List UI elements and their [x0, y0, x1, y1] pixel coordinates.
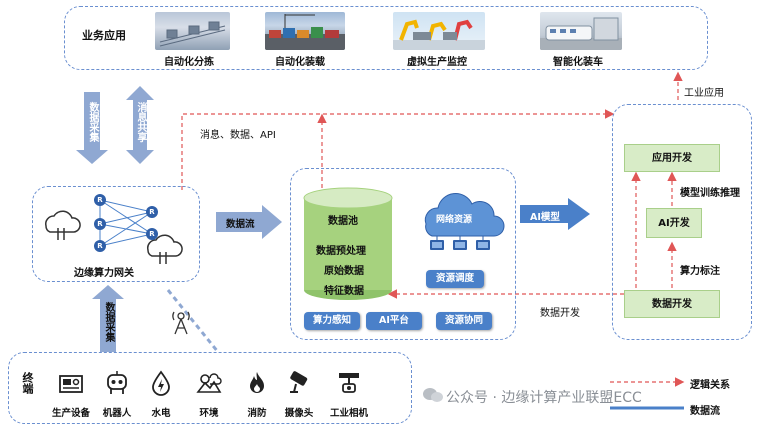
- label-msg-data-api: 消息、数据、API: [200, 130, 276, 141]
- terminal-label-water-power: 水电: [151, 408, 171, 419]
- compute-aware-button[interactable]: 算力感知: [304, 312, 360, 330]
- edge-gateway-box: [32, 186, 200, 282]
- network-resource-icon: [424, 193, 505, 250]
- app-image-loading: [265, 12, 345, 50]
- app-label-loading: 自动化装载: [275, 57, 325, 68]
- datapool-item-raw: 原始数据: [324, 266, 364, 277]
- wireless-link: [166, 289, 220, 353]
- legend-logic-label: 逻辑关系: [690, 380, 730, 391]
- gateway-title: 边缘算力网关: [74, 268, 134, 279]
- label-data-collect-bottom: 数据采集: [103, 302, 114, 342]
- terminal-label-camera: 摄像头: [284, 408, 314, 419]
- app-image-sorting: [155, 12, 230, 50]
- label-data-dev-flow: 数据开发: [540, 308, 580, 319]
- router-node-5: R: [94, 240, 106, 252]
- robot-icon: [107, 371, 127, 394]
- environment-icon: [196, 373, 222, 393]
- router-node-1: R: [94, 194, 106, 206]
- data-dev-box: 数据开发: [624, 290, 720, 318]
- cloud-left-icon: [45, 210, 81, 240]
- ai-platform-button[interactable]: AI平台: [366, 312, 422, 330]
- datapool-cylinder: [303, 187, 393, 300]
- app-dev-box: 应用开发: [624, 144, 720, 172]
- label-data-flow: 数据流: [226, 219, 255, 230]
- legend-flow-label: 数据流: [690, 406, 720, 417]
- water-power-icon: [152, 370, 170, 396]
- arrow-message-share: [126, 86, 154, 164]
- label-compute-annotate: 算力标注: [680, 266, 720, 277]
- arrow-data-flow: [216, 205, 282, 239]
- terminals-box: [8, 352, 412, 424]
- app-image-smart-loading: [540, 12, 622, 50]
- terminal-label-machine: 生产设备: [51, 408, 90, 419]
- resource-schedule-button[interactable]: 资源调度: [426, 270, 484, 288]
- camera-icon: [290, 371, 308, 393]
- router-node-2: R: [146, 206, 158, 218]
- cloud-right-icon: [147, 234, 183, 264]
- industrial-camera-icon: [339, 373, 359, 393]
- arrow-ai-model: [520, 198, 590, 230]
- router-node-4: R: [146, 228, 158, 240]
- wechat-icon: [423, 388, 443, 402]
- fire-icon: [250, 372, 264, 393]
- label-model-train: 模型训练推理: [680, 188, 740, 199]
- app-label-sorting: 自动化分拣: [164, 57, 214, 68]
- app-label-virtual-monitoring: 虚拟生产监控: [407, 57, 467, 68]
- machine-icon: [59, 375, 83, 393]
- arrow-data-collect-bottom: [92, 285, 124, 352]
- arrow-data-collect-top: [76, 92, 108, 164]
- label-data-collect-top: 数据采集: [87, 102, 98, 142]
- terminal-label-industrial-camera: 工业相机: [329, 408, 368, 419]
- datapool-item-preprocess: 数据预处理: [316, 246, 366, 257]
- label-message-share: 消息共享: [135, 102, 146, 142]
- terminal-label-environment: 环境: [199, 408, 219, 419]
- network-resource-label: 网络资源: [436, 215, 473, 225]
- label-ai-model: AI模型: [530, 212, 560, 223]
- resource-collab-button[interactable]: 资源协同: [436, 312, 492, 330]
- label-industrial-app: 工业应用: [684, 88, 724, 99]
- datapool-box: [290, 168, 516, 340]
- terminals-title: 终端: [21, 372, 34, 394]
- business-app-title: 业务应用: [82, 29, 126, 42]
- business-app-box: [64, 6, 708, 70]
- router-node-3: R: [94, 218, 106, 230]
- watermark-text: 公众号 · 边缘计算产业联盟ECC: [446, 390, 642, 406]
- terminal-label-fire: 消防: [247, 408, 267, 419]
- terminal-label-robot: 机器人: [102, 408, 132, 419]
- gateway-network: [45, 199, 183, 264]
- dev-box: [612, 104, 752, 340]
- antenna-icon: [172, 311, 190, 335]
- ai-dev-box: AI开发: [646, 208, 702, 238]
- datapool-title: 数据池: [328, 216, 358, 227]
- app-image-virtual-monitoring: [393, 12, 485, 50]
- datapool-item-feature: 特征数据: [324, 286, 364, 297]
- app-label-smart-loading: 智能化装车: [553, 57, 603, 68]
